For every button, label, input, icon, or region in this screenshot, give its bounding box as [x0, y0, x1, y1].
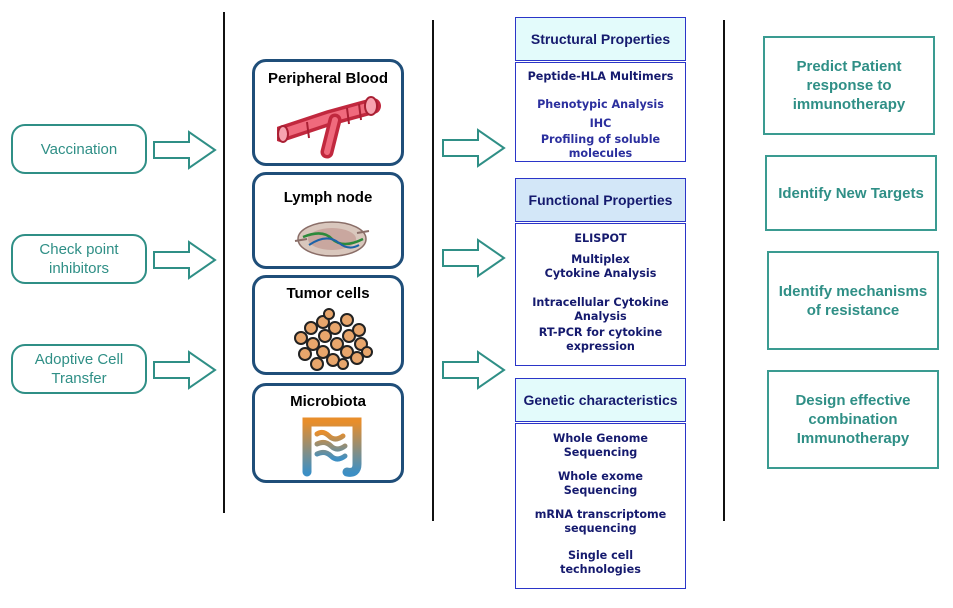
sample-title: Tumor cells — [286, 285, 370, 302]
arrow-right-icon — [442, 350, 506, 390]
sample-title: Microbiota — [290, 393, 366, 410]
arrow-right-icon — [153, 130, 217, 170]
sample-microbiota: Microbiota — [252, 383, 404, 483]
blood-vessel-icon — [277, 96, 381, 159]
outcome-design-combination: Design effective combination Immunothera… — [767, 370, 939, 469]
genetic-characteristics-list: Whole Genome Sequencing Whole exome Sequ… — [515, 423, 686, 589]
list-item: Multiplex Cytokine Analysis — [544, 253, 657, 280]
outcome-predict-response: Predict Patient response to immunotherap… — [763, 36, 935, 135]
arrow-right-icon — [153, 350, 217, 390]
sample-title: Lymph node — [283, 189, 373, 206]
list-item: Peptide-HLA Multimers — [527, 70, 674, 83]
list-item: mRNA transcriptome sequencing — [534, 508, 667, 535]
functional-properties-header: Functional Properties — [515, 178, 686, 222]
treatment-vaccination: Vaccination — [11, 124, 147, 174]
outcome-identify-resistance: Identify mechanisms of resistance — [767, 251, 939, 350]
list-item: Whole Genome Sequencing — [553, 432, 648, 459]
treatment-adoptive-cell-transfer: Adoptive Cell Transfer — [11, 344, 147, 394]
divider-line — [223, 12, 225, 513]
divider-line — [723, 20, 725, 521]
list-item: Single cell technologies — [560, 549, 641, 576]
arrow-right-icon — [153, 240, 217, 280]
list-item: Whole exome Sequencing — [557, 470, 644, 497]
list-item: RT-PCR for cytokine expression — [538, 326, 663, 353]
list-item: ELISPOT — [574, 232, 627, 245]
sample-peripheral-blood: Peripheral Blood — [252, 59, 404, 166]
sample-title: Peripheral Blood — [267, 70, 389, 87]
arrow-right-icon — [442, 238, 506, 278]
list-item: Intracellular Cytokine Analysis — [532, 296, 669, 323]
sample-tumor-cells: Tumor cells — [252, 275, 404, 375]
structural-properties-header: Structural Properties — [515, 17, 686, 61]
functional-properties-list: ELISPOT Multiplex Cytokine Analysis Intr… — [515, 223, 686, 366]
tumor-cells-icon — [294, 308, 373, 371]
list-item: Phenotypic Analysis — [537, 98, 664, 111]
list-item: IHC — [589, 117, 612, 130]
divider-line — [432, 20, 434, 521]
arrow-right-icon — [442, 128, 506, 168]
treatment-checkpoint-inhibitors: Check point inhibitors — [11, 234, 147, 284]
structural-properties-list: Peptide-HLA Multimers Phenotypic Analysi… — [515, 62, 686, 162]
list-item: Profiling of soluble molecules — [540, 133, 661, 160]
outcome-identify-targets: Identify New Targets — [765, 155, 937, 231]
intestine-icon — [302, 417, 362, 477]
genetic-characteristics-header: Genetic characteristics — [515, 378, 686, 422]
sample-lymph-node: Lymph node — [252, 172, 404, 269]
lymph-node-icon — [294, 221, 370, 257]
